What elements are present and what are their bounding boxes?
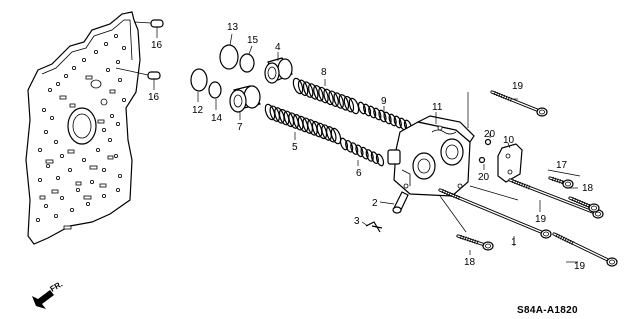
callout-20b: 20: [478, 172, 490, 183]
callout-18b: 18: [464, 257, 476, 268]
clip-3: [361, 221, 383, 233]
callout-11: 11: [432, 102, 443, 113]
callout-19a: 19: [512, 81, 524, 92]
callout-19b: 19: [535, 214, 547, 225]
bolt-17: [548, 176, 574, 189]
callout-14: 14: [211, 113, 223, 124]
callout-16a: 16: [151, 40, 163, 51]
spring-9: [357, 101, 413, 133]
callout-2: 2: [372, 198, 378, 209]
o-ring-15: [239, 45, 255, 73]
callout-19c: 19: [574, 261, 586, 272]
cover-plate-10: [497, 142, 523, 183]
spring-5: [264, 103, 342, 145]
bolt-18-right: [568, 196, 600, 213]
bolt-19-top: [490, 90, 548, 117]
callout-4: 4: [275, 42, 281, 53]
diagram-part-code: S84A-A1820: [517, 305, 578, 316]
bolt-19-mid: [508, 178, 604, 219]
bolt-18-left: [456, 234, 494, 251]
long-bolt-1: [438, 188, 552, 239]
pin-16-lower: [115, 67, 161, 90]
o-ring-20-upper: [484, 133, 492, 146]
callout-5: 5: [292, 142, 298, 153]
callout-13: 13: [227, 22, 239, 33]
callout-1: 1: [511, 237, 517, 248]
piston-4: [264, 52, 293, 84]
callout-3: 3: [354, 216, 360, 227]
piston-7: [229, 85, 261, 120]
snap-ring-13: [219, 33, 239, 70]
spring-8: [292, 77, 360, 115]
o-ring-20-lower: [478, 156, 486, 170]
callout-6: 6: [356, 168, 362, 179]
callout-9: 9: [381, 96, 387, 107]
callout-20a: 20: [484, 129, 496, 140]
callout-18a: 18: [582, 183, 594, 194]
bolt-19-bottom: [552, 232, 618, 267]
o-ring-14: [208, 81, 222, 110]
callout-10: 10: [503, 135, 515, 146]
accumulator-body-11: [387, 112, 475, 197]
callout-12: 12: [192, 105, 204, 116]
spring-6: [339, 137, 385, 167]
front-direction-arrow-icon: FR.: [32, 279, 64, 309]
callout-7: 7: [237, 122, 243, 133]
front-direction-label: FR.: [49, 279, 65, 293]
callout-15: 15: [247, 35, 259, 46]
valve-2: [379, 191, 409, 214]
separator-plate: [25, 11, 141, 245]
callout-16b: 16: [148, 92, 160, 103]
snap-ring-12: [190, 68, 208, 102]
callout-17: 17: [556, 160, 568, 171]
pin-16-upper: [133, 19, 164, 38]
callout-8: 8: [321, 67, 327, 78]
